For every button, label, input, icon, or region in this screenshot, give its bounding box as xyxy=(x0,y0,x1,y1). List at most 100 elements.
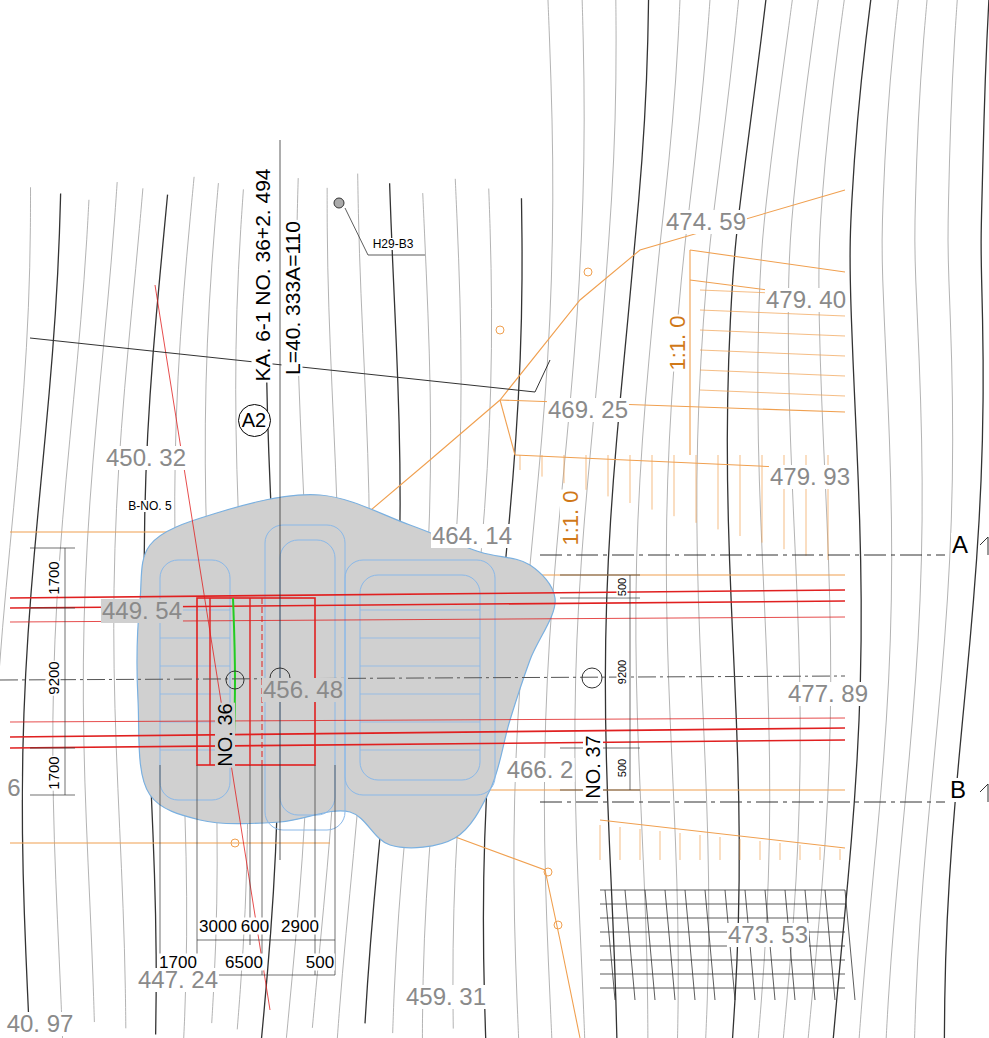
dimension-line xyxy=(160,765,161,975)
footing-grid xyxy=(360,638,480,639)
retaining-hatch xyxy=(600,960,845,961)
elevation-label: 6 xyxy=(6,776,21,800)
road-edge xyxy=(10,728,845,737)
abutment-name: A2 xyxy=(242,410,266,430)
contour-line xyxy=(514,0,553,1038)
retaining-hatch xyxy=(600,918,845,919)
slope-hatch xyxy=(564,455,565,483)
slope-hatch xyxy=(660,831,661,860)
station-line xyxy=(280,140,281,860)
dimension-label: NO. 36 xyxy=(215,702,235,767)
slope-hatch xyxy=(608,455,609,496)
footing-grid xyxy=(360,610,480,611)
slope-hatch xyxy=(630,455,631,503)
slope-hatch xyxy=(700,370,845,376)
road-edge xyxy=(10,718,845,722)
slope-hatch xyxy=(640,829,641,860)
abutment-wall xyxy=(209,598,210,765)
retaining-hatch xyxy=(685,890,695,1000)
elevation-label: 464. 14 xyxy=(431,524,513,548)
dimension-label: 3000 xyxy=(198,918,238,935)
dimension-line xyxy=(560,598,640,599)
contour-line xyxy=(697,0,739,1038)
slope-hatch xyxy=(840,849,841,860)
road-edge xyxy=(10,590,845,598)
contour-line xyxy=(859,0,898,1038)
dimension-line xyxy=(197,765,198,975)
slope-line xyxy=(689,250,690,455)
slope-hatch xyxy=(542,455,543,477)
retaining-hatch xyxy=(600,890,845,891)
contour-line xyxy=(666,0,710,1038)
road-edge xyxy=(155,285,270,1010)
retaining-hatch xyxy=(705,890,715,1000)
retaining-hatch xyxy=(600,974,845,975)
slope-hatch xyxy=(586,455,587,490)
elevation-label: 477. 89 xyxy=(787,682,869,706)
slope-hatch xyxy=(520,455,521,470)
dimension-label: L=40. 333A=110 xyxy=(282,220,303,376)
dimension-line xyxy=(30,548,75,549)
footing-outline xyxy=(360,575,480,780)
dimension-label: B xyxy=(949,778,967,802)
slope-hatch xyxy=(700,390,845,396)
dimension-label: 9200 xyxy=(46,660,61,695)
contour-line xyxy=(886,0,927,1038)
section-line xyxy=(540,802,945,803)
dimension-line xyxy=(30,748,75,749)
contour-line xyxy=(758,0,793,1038)
dimension-line xyxy=(560,575,640,576)
footing-grid xyxy=(160,638,230,639)
contour-line xyxy=(944,0,988,1038)
slope-hatch xyxy=(740,839,741,860)
slope-hatch xyxy=(700,350,845,356)
dimension-label: 500 xyxy=(617,577,628,597)
retaining-hatch xyxy=(825,890,835,1000)
slope-line xyxy=(500,400,515,455)
survey-point xyxy=(554,921,562,929)
footing-grid xyxy=(360,666,480,667)
station-circle xyxy=(226,671,244,689)
footing-grid xyxy=(360,694,480,695)
survey-point xyxy=(544,868,552,876)
slope-hatch xyxy=(696,455,697,523)
slope-line xyxy=(690,250,845,272)
contour-line xyxy=(783,0,818,1038)
elevation-label: 469. 25 xyxy=(547,398,629,422)
dimension-line xyxy=(30,795,75,796)
slope-hatch xyxy=(720,837,721,860)
boring-point xyxy=(334,198,344,208)
footing-grid xyxy=(360,722,480,723)
dimension-label: 1700 xyxy=(46,755,61,790)
dimension-line xyxy=(30,608,75,609)
retaining-hatch xyxy=(605,890,615,1000)
dimension-line xyxy=(315,765,316,975)
contour-line xyxy=(636,0,680,1038)
elevation-label: 449. 54 xyxy=(101,599,183,623)
slope-hatch xyxy=(718,455,719,529)
dimension-label: 9200 xyxy=(617,659,628,685)
contour-line xyxy=(53,200,89,1038)
abutment-symbol: A2 xyxy=(238,404,271,437)
slope-hatch xyxy=(700,330,845,336)
dimension-label: 2900 xyxy=(280,918,320,935)
slope-hatch xyxy=(760,841,761,860)
road-edge xyxy=(10,740,845,748)
elevation-label: 466. 2 xyxy=(506,758,575,782)
elevation-label: 459. 31 xyxy=(405,985,487,1009)
retaining-hatch xyxy=(845,890,855,1000)
section-line xyxy=(540,555,945,556)
slope-line xyxy=(10,842,330,843)
contour-line xyxy=(915,0,958,1038)
dimension-label: 6500 xyxy=(224,954,264,971)
dimension-label: 500 xyxy=(305,954,335,971)
retaining-hatch xyxy=(600,904,845,905)
elevation-label: 447. 24 xyxy=(137,968,219,992)
dimension-line xyxy=(197,940,335,941)
excavation-area xyxy=(137,495,555,848)
elevation-label: 456. 48 xyxy=(262,678,344,702)
dimension-label: 600 xyxy=(240,918,270,935)
elevation-label: 479. 93 xyxy=(769,465,851,489)
dimension-line xyxy=(262,765,263,975)
